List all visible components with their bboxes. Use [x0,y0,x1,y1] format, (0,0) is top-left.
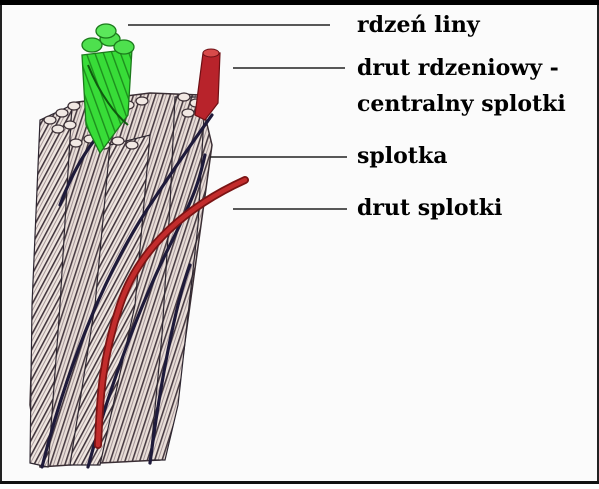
label-core-wire-line2: centralny splotki [357,91,566,117]
label-strand-wire: drut splotki [357,195,502,221]
label-strand: splotka [357,143,447,169]
label-rope-core: rdzeń liny [357,12,480,38]
core-wire-red [195,49,220,120]
label-core-wire-line1: drut rdzeniowy - [357,55,559,81]
